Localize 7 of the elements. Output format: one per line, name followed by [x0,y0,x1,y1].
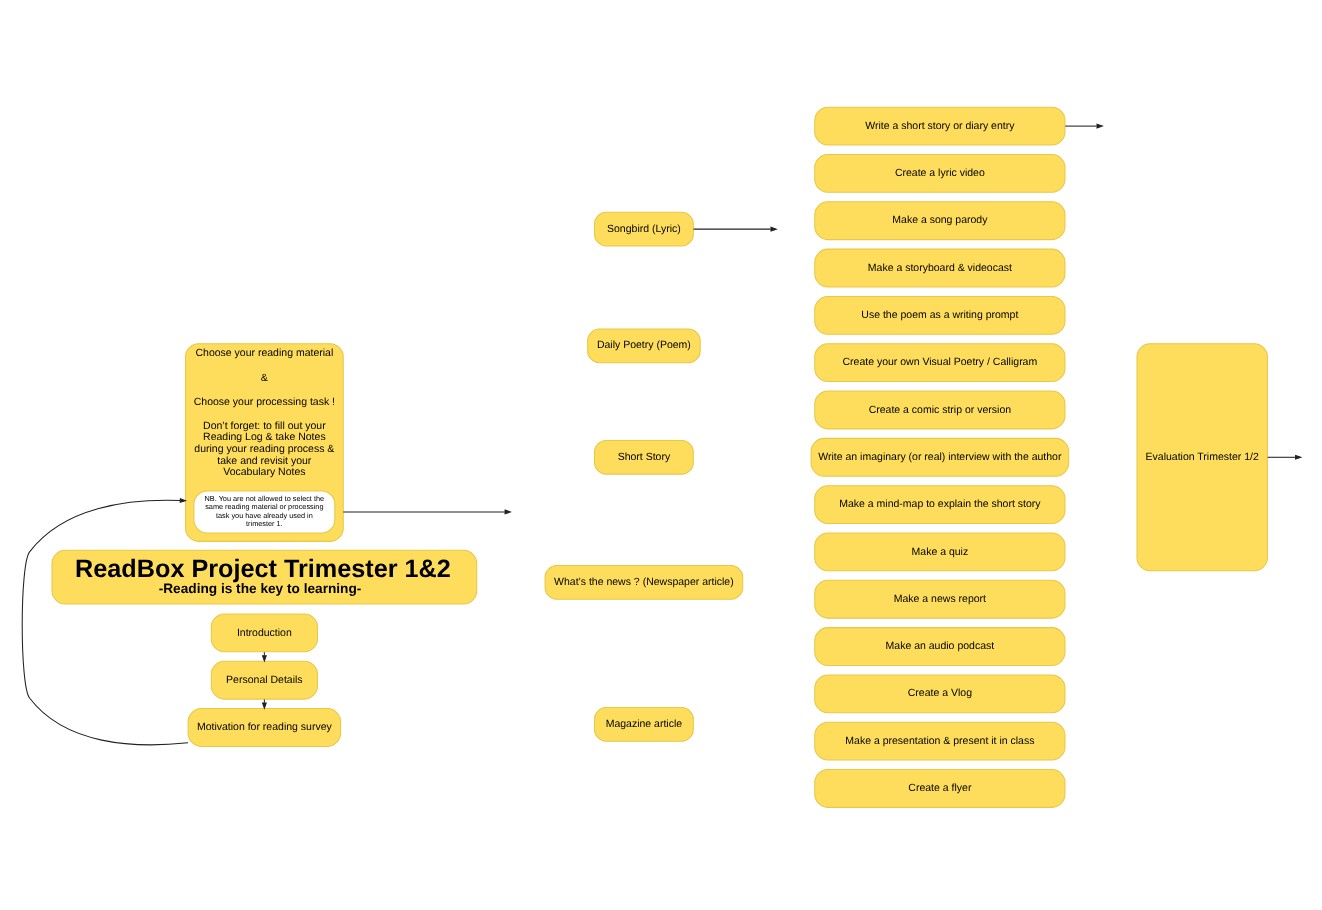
arrow [1266,454,1302,460]
arrow [20,497,188,746]
arrow [1063,123,1103,129]
arrow [692,226,777,232]
arrow [341,509,511,515]
arrow [260,698,266,710]
arrow [260,651,266,663]
